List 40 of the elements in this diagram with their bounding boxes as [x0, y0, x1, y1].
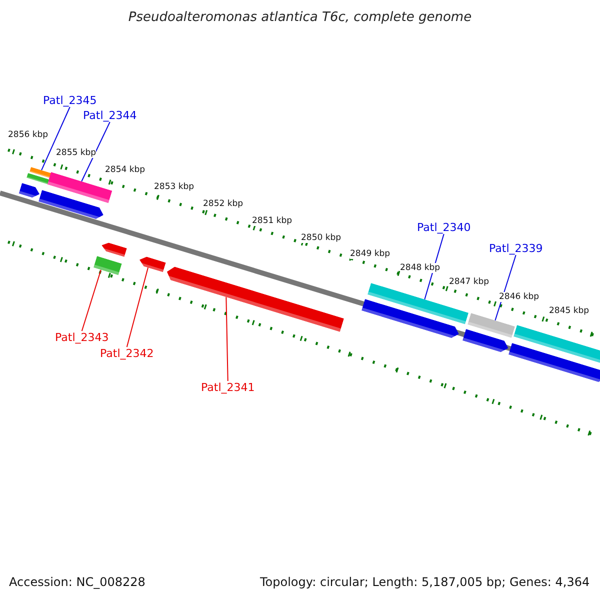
- scale-label: 2846 kbp: [499, 292, 540, 302]
- leader-line: [41, 106, 70, 171]
- gene-label: Patl_2340: [417, 221, 471, 234]
- scale-label: 2847 kbp: [449, 277, 490, 287]
- gene-block: [38, 190, 106, 221]
- scale-label: 2851 kbp: [252, 216, 292, 226]
- leader-line: [81, 269, 102, 332]
- leader-line: [226, 296, 228, 382]
- scale-label: 2856 kbp: [8, 130, 48, 140]
- gene-block: [468, 313, 515, 338]
- leader-line: [126, 267, 149, 348]
- scale-label: 2854 kbp: [105, 165, 146, 175]
- scale-label: 2845 kbp: [549, 306, 590, 316]
- scale-label: 2850 kbp: [301, 233, 342, 243]
- gene-block: [26, 173, 50, 184]
- gene-block: [18, 183, 42, 200]
- gene-label: Patl_2344: [83, 109, 137, 122]
- gene-label: Patl_2339: [489, 242, 543, 255]
- scale-label: 2849 kbp: [350, 249, 390, 259]
- gene-block: [47, 172, 112, 204]
- gene-block: [362, 299, 461, 340]
- gene-block: [138, 255, 166, 272]
- title: Pseudoalteromonas atlantica T6c, complete genome: [127, 10, 473, 25]
- scale-label: 2853 kbp: [154, 182, 194, 192]
- gene-block: [164, 265, 344, 332]
- scale-label: 2848 kbp: [400, 263, 440, 273]
- footer-note: Accession: NC_008228: [9, 575, 146, 589]
- gene-label: Patl_2343: [55, 331, 109, 344]
- gene-label: Patl_2341: [201, 381, 255, 394]
- gene-label: Patl_2342: [100, 347, 154, 360]
- gene-block: [368, 283, 469, 324]
- leader-line: [81, 122, 110, 182]
- gene-label: Patl_2345: [43, 94, 97, 107]
- gene-block: [508, 343, 600, 384]
- gene-block: [100, 241, 127, 257]
- footer-note: Topology: circular; Length: 5,187,005 bp; Genes: 4,364: [260, 575, 590, 589]
- scale-label: 2855 kbp: [56, 148, 96, 158]
- scale-label: 2852 kbp: [203, 199, 244, 209]
- gene-block: [462, 329, 510, 354]
- gene-block: [94, 256, 122, 276]
